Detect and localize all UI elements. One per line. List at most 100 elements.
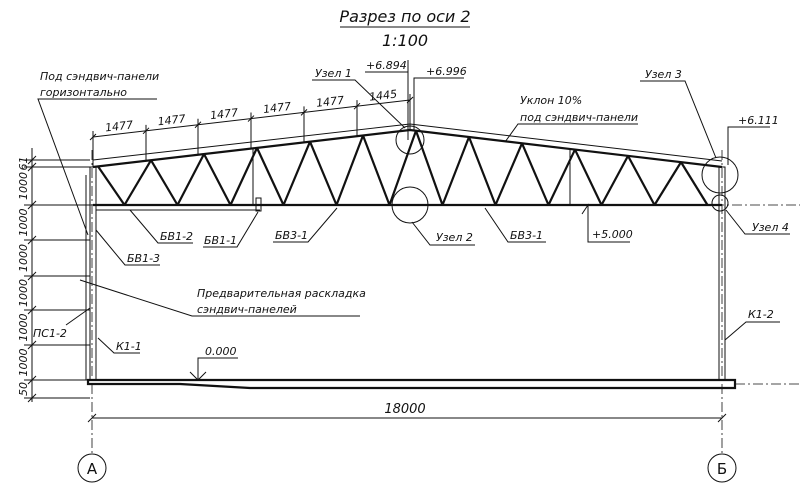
top-dimension-value: 1477 (209, 106, 238, 122)
leader-k1-1 (97, 337, 140, 354)
axis-marker-b (707, 453, 737, 483)
left-dim-tick (27, 271, 37, 281)
left-dim-tick (27, 235, 37, 245)
truss-web-member (388, 130, 418, 206)
mark-bv1-3: БВ1-3 (127, 252, 160, 265)
left-dimension-value: 1000 (17, 314, 30, 342)
leader-e3 (727, 126, 770, 165)
axis-label-a: А (87, 460, 98, 478)
leader-e4 (581, 203, 630, 243)
node-4-label: Узел 4 (752, 221, 789, 234)
note-panels-line1: Под сэндвич-панели (40, 70, 159, 83)
floor-slab (86, 378, 737, 390)
span-dimension: 18000 (384, 402, 425, 417)
truss-web-member (627, 155, 656, 206)
truss-web-member (520, 142, 550, 206)
truss-web-member (547, 149, 576, 206)
leader-bv3-1-left (273, 207, 338, 243)
axis-marker-a (77, 453, 107, 483)
leader-e2 (413, 77, 464, 130)
leader-e5 (197, 357, 238, 380)
left-dim-tick (27, 393, 37, 403)
left-dimension-value: 61 (17, 157, 30, 171)
leader-layout (79, 279, 360, 317)
mark-bv3-1-right: БВ3-1 (510, 229, 543, 242)
top-dimension-value: 1477 (157, 112, 186, 128)
node-1-label: Узел 1 (315, 67, 352, 80)
leader-panels (37, 98, 157, 236)
leader-bv1-2 (129, 209, 193, 244)
left-dim-tick (27, 375, 37, 385)
span-tick-left (87, 413, 97, 423)
axis-label-b: Б (717, 460, 727, 478)
truss-web-member (176, 153, 205, 206)
top-dim-tick (353, 102, 361, 110)
left-dim-tick (27, 340, 37, 350)
span-tick-right (717, 413, 727, 423)
mark-k1-2: К1-2 (748, 308, 774, 321)
elevation-6111: +6.111 (738, 114, 779, 127)
leader-node-4 (725, 209, 790, 235)
top-dim-tick (247, 115, 255, 122)
top-dimension-value: 1477 (104, 118, 133, 134)
truss-web-member (97, 165, 126, 206)
top-dimension-value: 1477 (315, 94, 344, 110)
elevation-5000: +5.000 (592, 228, 633, 241)
note-slope-line1: Уклон 10% (520, 94, 582, 107)
leader-bv1-1 (203, 211, 259, 248)
truss-web-member (467, 136, 497, 206)
mark-bv1-1: БВ1-1 (204, 234, 237, 247)
elevation-0000: 0.000 (205, 345, 237, 358)
node-2-label: Узел 2 (436, 231, 473, 244)
leader-bv3-1-right (484, 207, 546, 243)
truss-web-member (653, 161, 682, 206)
truss-web-member (441, 136, 471, 206)
left-dimension-value: 1000 (17, 279, 30, 307)
leader-node-2 (411, 221, 475, 246)
node-2-circle (391, 186, 429, 224)
leader-ps1-2 (65, 307, 91, 326)
left-dimension-value: 1000 (17, 172, 30, 200)
leader-node-3 (640, 80, 717, 159)
column-k1-1 (89, 166, 97, 381)
truss-web-member (203, 153, 232, 206)
note-panels-line2: горизонтально (40, 86, 127, 99)
top-dimension-chain: 1477 1477 1477 1477 1477 1445 (89, 88, 414, 167)
top-dim-tick (89, 133, 97, 141)
left-dim-tick (27, 155, 37, 165)
mark-bv1-2: БВ1-2 (160, 230, 193, 243)
leader-k1-2 (724, 321, 780, 341)
top-dimension-value: 1445 (368, 88, 397, 104)
elevation-arrow (189, 371, 207, 381)
left-dim-tick (27, 305, 37, 315)
drawing-title: Разрез по оси 2 (339, 7, 470, 26)
truss-web-member (361, 135, 391, 206)
node-4-circle (711, 194, 729, 212)
left-dimension-value: 1000 (17, 209, 30, 237)
elevation-6996: +6.996 (426, 65, 467, 78)
node-3-circle (701, 156, 739, 194)
top-dimension-value: 1477 (262, 100, 291, 116)
drawing-scale: 1:100 (382, 31, 428, 50)
truss-web-member (600, 155, 629, 206)
left-dimension-value: 1000 (17, 349, 30, 377)
left-dimension-value: 1000 (17, 244, 30, 272)
truss-web-member (680, 161, 709, 206)
left-dimension-value: 50 (17, 382, 30, 396)
top-dim-tick (300, 109, 308, 116)
elevation-6894: +6.894 (366, 59, 407, 72)
truss-web-member (150, 159, 179, 206)
truss-web-member (574, 149, 603, 206)
leader-slope (504, 123, 638, 143)
beam-bv1-1 (255, 197, 262, 212)
truss-web-member (335, 135, 365, 206)
truss-web-member (123, 159, 152, 206)
leader-node-1 (312, 79, 406, 129)
leader-bv1-3 (95, 229, 160, 266)
truss-web-member (414, 130, 444, 206)
top-dim-tick (142, 127, 150, 135)
mark-ps1-2: ПС1-2 (33, 327, 67, 340)
left-dim-tick (27, 162, 37, 172)
